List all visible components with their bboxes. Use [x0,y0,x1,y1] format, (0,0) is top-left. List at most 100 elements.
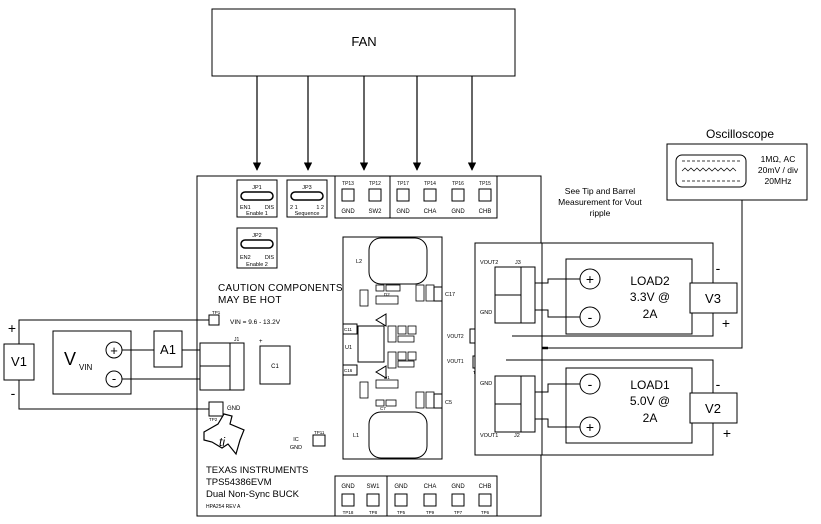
testpoint-tp5: GND TP5 [394,484,408,515]
testpoint-signal: CHB [479,209,492,215]
testpoint-signal: GND [396,209,410,215]
jumper-jp2: JP2 EN2 DIS Enable 2 [236,227,278,269]
testpoint-label: TP5 [397,510,406,515]
testpoint-pad [394,493,408,507]
svg-text:VOUT1: VOUT1 [447,359,464,365]
testpoint-pad [341,188,355,202]
svg-text:ripple: ripple [590,208,611,218]
testpoint-label: TP6 [481,510,490,515]
svg-text:GND: GND [227,406,241,412]
svg-text:-: - [716,376,721,392]
testpoint-label: TP14 [424,181,436,187]
svg-text:Measurement for Vout: Measurement for Vout [558,197,642,207]
oscilloscope-title: Oscilloscope [706,127,774,141]
oscilloscope: Oscilloscope 1MΩ, AC 20mV / div 20MHz [666,127,808,201]
scope-bandwidth: 20MHz [765,176,792,186]
testpoint-signal: GND [341,484,355,490]
svg-text:See Tip and Barrel: See Tip and Barrel [565,186,636,196]
svg-text:C7: C7 [380,406,386,411]
maker-name: TEXAS INSTRUMENTS [206,465,308,476]
svg-text:Enable 1: Enable 1 [246,211,268,217]
svg-text:Enable 2: Enable 2 [246,262,268,268]
testpoint-signal: CHB [479,484,492,490]
svg-text:JP1: JP1 [252,185,261,191]
testpoint-pad [396,188,410,202]
svg-text:JP2: JP2 [252,233,261,239]
svg-text:V1: V1 [11,354,27,369]
waveform-icon [681,167,737,172]
board-revision: HPA254 REV A [206,504,241,510]
svg-text:EN2: EN2 [240,255,251,261]
svg-text:L1: L1 [353,433,359,439]
svg-text:-: - [112,371,116,386]
svg-text:V2: V2 [705,401,721,416]
testpoint-signal: GND [451,484,465,490]
jumper-jp3: JP3 2 1 1 2 Sequence [286,179,328,218]
board-part-number: TPS54386EVM [206,477,272,488]
ripple-note: See Tip and Barrel Measurement for Vout … [558,186,642,218]
ic-gnd-label: IC [293,437,299,443]
svg-text:C1: C1 [271,364,279,370]
svg-text:-: - [588,309,593,325]
svg-text:C11: C11 [344,327,352,332]
scope-vdiv: 20mV / div [758,165,799,175]
svg-text:U1: U1 [345,345,352,351]
load1-name: LOAD1 [630,378,670,392]
svg-text:J2: J2 [514,433,520,439]
input-source: V1 + - V VIN + - A1 [3,320,183,401]
testpoint-signal: GND [394,484,408,490]
testpoint-label: TP16 [452,181,464,187]
evm-board: JP1 EN1 DIS Enable 1 JP3 2 1 1 2 Sequenc… [196,175,542,517]
load1: - + LOAD1 5.0V @ 2A [565,367,693,444]
svg-text:TP1: TP1 [212,310,221,315]
testpoint-pad [478,188,492,202]
inductor-l1 [368,411,428,459]
testpoint-signal: CHA [424,484,437,490]
capacitor-c1 [259,345,291,385]
testpoint-label: TP13 [342,181,354,187]
testpoint-tp9: CHA TP9 [423,484,437,515]
load2-voltage: 3.3V @ [630,290,670,304]
svg-text:D2: D2 [384,292,390,297]
fan-unit: FAN [211,8,516,77]
testpoint-label: TP9 [426,510,435,515]
testpoint-pad [423,188,437,202]
top-testpoint-strip: TP13GNDTP12SW2TP17GNDTP14CHATP16GNDTP15C… [334,175,498,219]
svg-text:V3: V3 [705,291,721,306]
svg-text:TP2: TP2 [209,417,218,422]
svg-text:GND: GND [290,445,302,451]
testpoint-signal: SW2 [368,209,382,215]
svg-text:TP11: TP11 [314,430,325,435]
testpoint-signal: GND [341,209,355,215]
svg-text:GND: GND [480,310,492,316]
svg-text:L2: L2 [356,259,362,265]
fan-label: FAN [351,34,376,49]
load1-current: 2A [643,411,658,425]
svg-text:Sequence: Sequence [295,211,320,217]
testpoint-pad [478,493,492,507]
svg-text:VIN: VIN [79,363,93,372]
testpoint-signal: CHA [424,209,437,215]
testpoint-pad [423,493,437,507]
output-section: VOUT2 J3 GND GND VOUT1 J2 [474,242,543,456]
testpoint-label: TP12 [369,181,381,187]
load2: + - LOAD2 3.3V @ 2A [565,258,693,335]
svg-text:JP3: JP3 [302,185,311,191]
svg-text:DIS: DIS [265,205,275,211]
load2-current: 2A [643,307,658,321]
caution-text-2: MAY BE HOT [218,295,282,306]
svg-text:VOUT2: VOUT2 [447,334,464,340]
svg-text:+: + [586,419,594,435]
inductor-l2 [368,237,428,285]
fan-airflow-arrows [252,76,477,171]
svg-text:-: - [11,385,16,401]
scope-probe-wire [542,200,743,349]
